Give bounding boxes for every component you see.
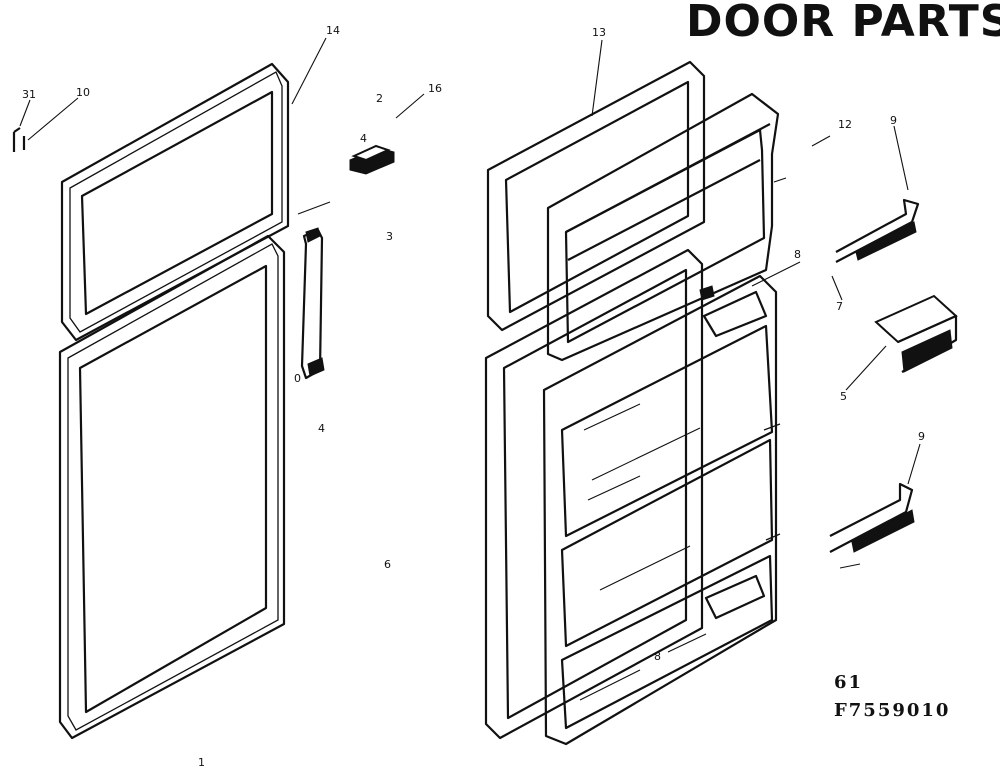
callout-4: 4 [360,132,367,145]
door-shelf-rail-upper [835,198,920,263]
callout-5: 5 [840,390,847,403]
page-title: DOOR PARTS [686,0,1000,47]
callout-16: 16 [428,82,442,95]
callout-9-lower: 9 [918,430,925,443]
callout-12: 12 [838,118,852,131]
figure-code-line1: 61 [834,672,864,693]
fresh-food-door-gasket [58,234,286,740]
freezer-door-gasket [60,62,290,342]
callout-2: 2 [376,92,383,105]
callout-9-upper: 9 [890,114,897,127]
door-hinge-rod [297,201,331,380]
callout-8-upper: 8 [794,248,801,261]
callout-8-lower: 8 [654,650,661,663]
callout-31: 31 [22,88,36,101]
callout-labels: 31 10 14 2 16 4 3 0 4 6 1 13 12 9 8 7 5 … [22,24,925,769]
dairy-compartment [874,294,958,373]
callout-1: 1 [198,756,205,769]
door-shelf-rail-lower [829,482,915,553]
callout-13: 13 [592,26,606,39]
hinge-cover-part [349,144,395,175]
callout-7: 7 [836,300,843,313]
callout-3: 3 [386,230,393,243]
freezer-liner-gasket [486,60,706,332]
fresh-food-liner-gasket [484,248,704,740]
callout-6: 6 [384,558,391,571]
freezer-door-liner [546,92,780,362]
leader-lines [19,37,921,653]
door-stop-part [12,127,26,152]
callout-4-lower: 4 [318,422,325,435]
fresh-food-door-liner [542,274,781,746]
callout-10: 10 [76,86,90,99]
callout-0: 0 [294,372,301,385]
callout-14: 14 [326,24,340,37]
figure-code-line2: F7559010 [834,700,951,721]
